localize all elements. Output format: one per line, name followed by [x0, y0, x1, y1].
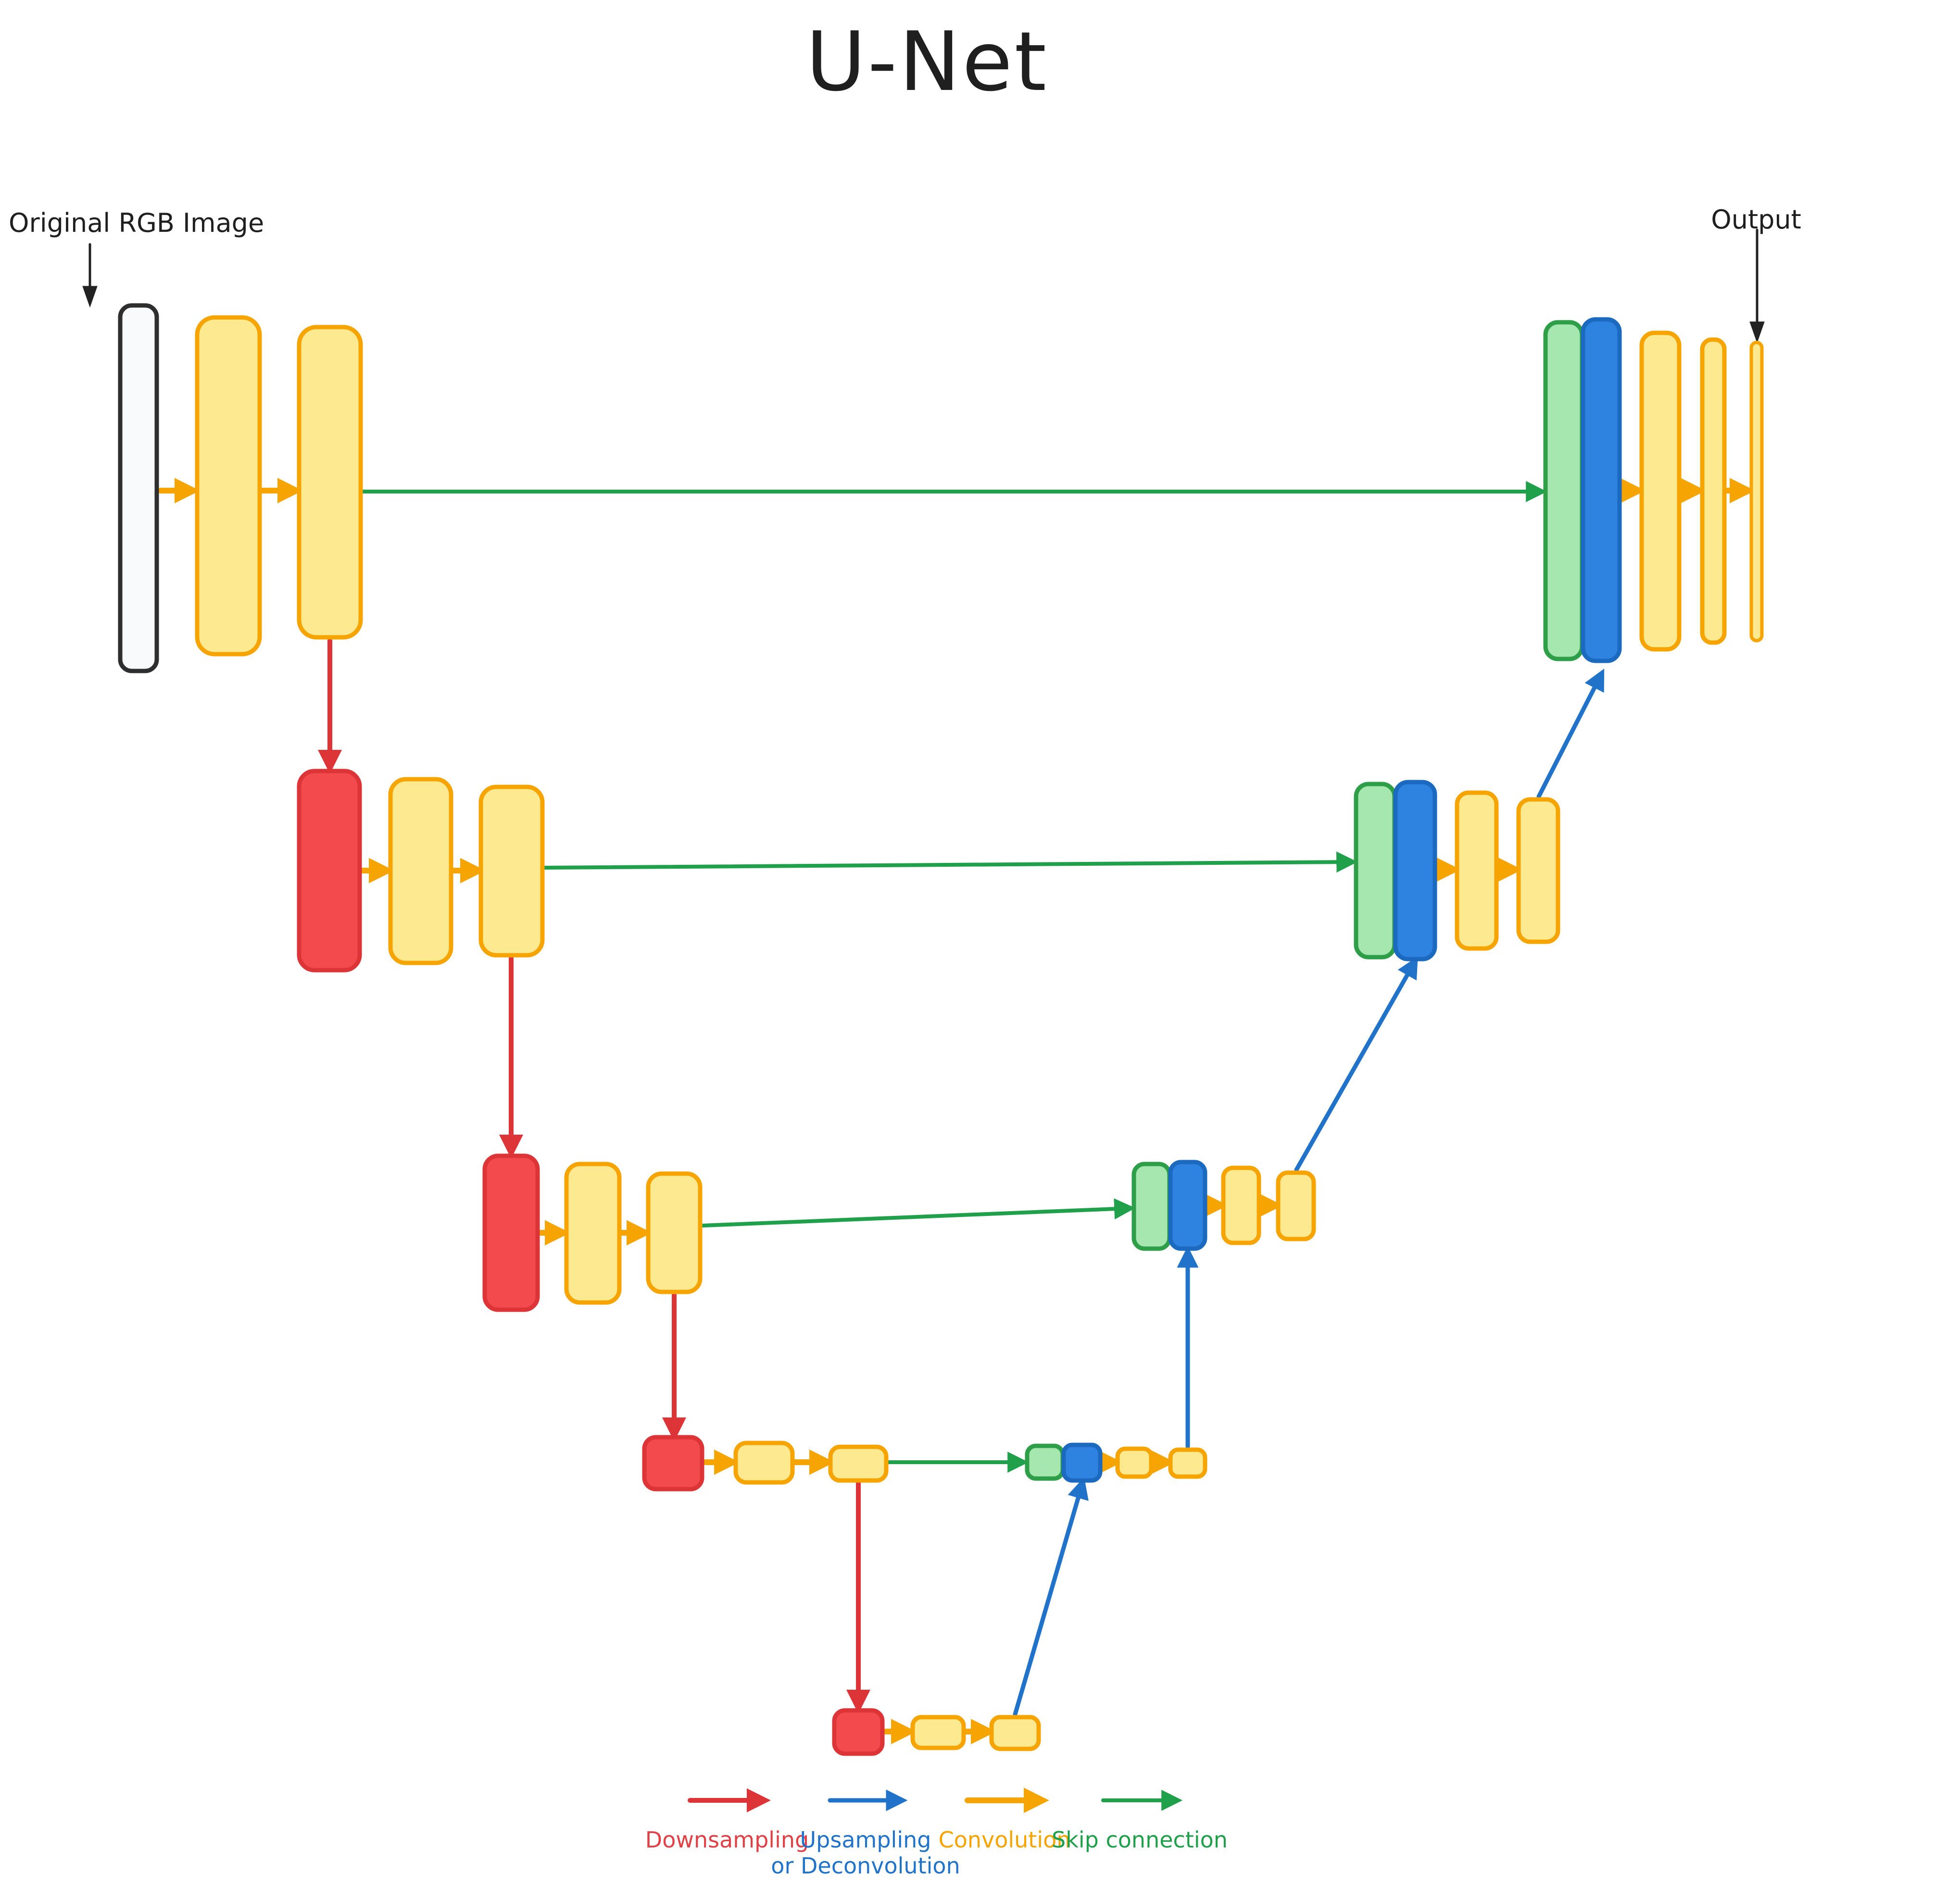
dec4-upsample [1061, 1442, 1103, 1483]
legend-label-skip-connection: Skip connection [1052, 1827, 1228, 1853]
blocks-layer [118, 303, 1764, 1756]
legend-label-skip-connection-line1: Skip connection [1052, 1827, 1228, 1853]
dec3-concat [1131, 1162, 1172, 1251]
enc2-conv-a [388, 777, 453, 965]
dec3-upsample [1168, 1160, 1207, 1251]
dec1-conv-a [1639, 330, 1682, 652]
dec3-conv-b [1276, 1170, 1316, 1241]
enc1-conv-a [195, 315, 262, 657]
up-arrow-4 [1013, 1477, 1089, 1717]
dec1-conv-b [1700, 337, 1727, 645]
dec4-conv-b [1168, 1447, 1207, 1479]
enc4-conv-a [733, 1441, 795, 1485]
dec2-conv-a [1455, 790, 1499, 951]
down3-pool [482, 1153, 540, 1312]
input-image-bar [118, 303, 159, 673]
arrows-layer [82, 228, 1765, 1813]
dec4-conv-a [1115, 1446, 1154, 1479]
output-bar [1749, 341, 1764, 643]
dec4-concat [1025, 1443, 1065, 1481]
up-arrow-2 [1294, 956, 1418, 1172]
legend-label-downsampling-line1: Downsampling [645, 1827, 809, 1853]
page-title: U-Net [805, 14, 1049, 110]
bottleneck-pool [832, 1708, 885, 1756]
down4-pool [642, 1435, 704, 1492]
skip-arrow-l3 [701, 1198, 1136, 1227]
input-image-label: Original RGB Image [9, 208, 264, 238]
legend-label-upsampling-line1: Upsampling [800, 1827, 931, 1853]
output-label: Output [1711, 204, 1801, 235]
dec2-concat [1354, 782, 1397, 960]
enc3-conv-a [564, 1162, 622, 1305]
legend-label-convolution: Convolution [939, 1827, 1071, 1853]
enc2-conv-b [478, 784, 545, 958]
legend-label-convolution-line1: Convolution [938, 1827, 1071, 1853]
bottleneck-conv-b [989, 1715, 1041, 1751]
dec3-conv-a [1221, 1165, 1261, 1245]
dec2-conv-b [1516, 797, 1560, 944]
bottleneck-conv-a [910, 1715, 966, 1750]
legend-label-upsampling-line2: or Deconvolution [771, 1853, 960, 1879]
enc4-conv-b [828, 1444, 889, 1483]
down2-pool [297, 769, 362, 973]
dec2-upsample [1393, 780, 1437, 961]
dec1-upsample [1581, 317, 1622, 663]
legend-label-downsampling: Downsampling [645, 1827, 809, 1853]
enc1-conv-b [297, 325, 363, 640]
dec1-concat [1543, 320, 1584, 661]
enc3-conv-b [646, 1171, 703, 1294]
skip-arrow-l2 [542, 851, 1358, 873]
up-arrow-1 [1536, 668, 1605, 799]
